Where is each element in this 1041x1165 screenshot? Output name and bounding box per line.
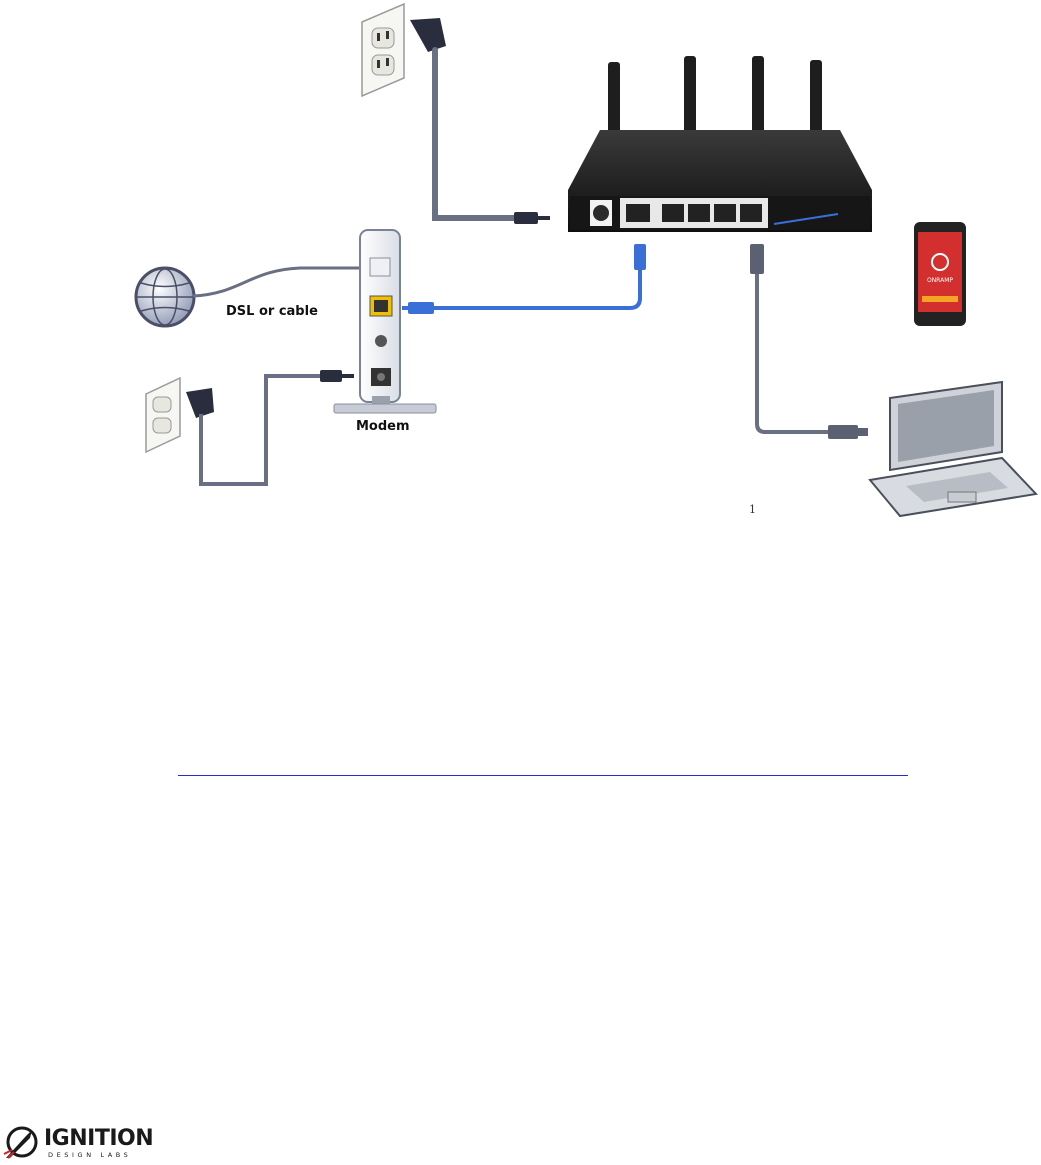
dsl-or-cable-label: DSL or cable bbox=[226, 304, 318, 319]
router-icon bbox=[568, 56, 872, 232]
page-mark: 1 bbox=[749, 503, 756, 516]
smartphone-icon: ONRAMP bbox=[914, 222, 966, 326]
section-divider bbox=[178, 775, 908, 776]
router-power-cable-icon bbox=[410, 18, 550, 224]
ethernet-cable-gray-icon bbox=[750, 244, 868, 439]
network-setup-diagram: ONRAMP bbox=[0, 0, 1041, 560]
rocket-logo-icon bbox=[2, 1124, 42, 1160]
modem-icon bbox=[334, 230, 436, 413]
laptop-icon bbox=[870, 382, 1036, 516]
modem-power-cable-icon bbox=[186, 370, 354, 484]
logo-subtitle: DESIGN LABS bbox=[48, 1151, 131, 1159]
wall-outlet-top-icon bbox=[362, 4, 404, 96]
internet-globe-icon bbox=[136, 268, 194, 326]
phone-app-brand: ONRAMP bbox=[927, 277, 953, 284]
ignition-design-labs-logo: IGNITION DESIGN LABS bbox=[2, 1124, 162, 1160]
modem-label: Modem bbox=[356, 419, 410, 434]
wall-outlet-bottom-icon bbox=[146, 378, 180, 452]
ethernet-cable-blue-icon bbox=[402, 244, 646, 314]
logo-wordmark: IGNITION bbox=[44, 1126, 153, 1151]
dsl-cable-line bbox=[193, 268, 378, 296]
